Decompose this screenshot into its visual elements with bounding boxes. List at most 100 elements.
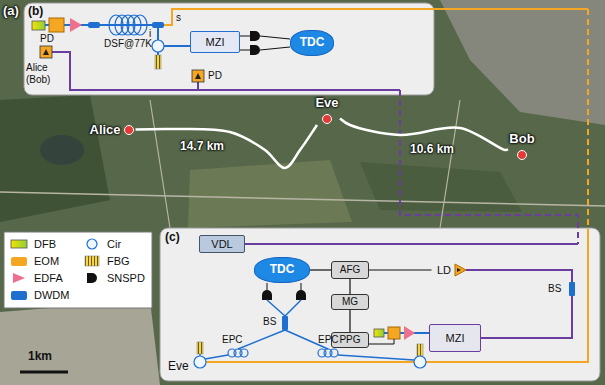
- node-text: MZI: [206, 36, 225, 49]
- part-name: EPC: [318, 334, 339, 346]
- node-text: VDL: [211, 238, 232, 251]
- legend-swatch: [11, 257, 27, 266]
- edfa-symbol: [70, 18, 82, 32]
- legend-item: EOM: [9, 255, 59, 268]
- snspd-symbol: [262, 290, 272, 300]
- time-to-digital-box: TDC: [254, 257, 310, 283]
- legend-item: EDFA: [9, 272, 63, 285]
- laser-diode-symbol: [455, 264, 466, 276]
- map-site: Bob: [508, 131, 536, 161]
- legend-item: DWDM: [9, 289, 69, 302]
- site-dot: [124, 125, 134, 135]
- legend-item: SNSPD: [82, 272, 145, 285]
- signal-wire: [349, 279, 350, 294]
- dwdm-symbol: [88, 22, 100, 28]
- legend-symbol: [9, 238, 29, 250]
- fbg-symbol: [417, 344, 423, 356]
- fibre-link: [136, 125, 318, 168]
- clock-fibre: [466, 270, 572, 282]
- legend-swatch: [11, 291, 27, 300]
- inset-panel-ground: [160, 228, 600, 381]
- field-area: [188, 160, 352, 228]
- clock-fibre: [478, 296, 572, 338]
- node-text: TDC: [270, 263, 295, 277]
- circulator-symbol: [87, 239, 97, 249]
- circulator-symbol: [194, 356, 206, 368]
- snspd-symbol: [296, 290, 306, 300]
- edfa-symbol: [404, 326, 415, 340]
- time-to-digital-box: TDC: [290, 30, 334, 56]
- dfb-laser: [11, 240, 27, 248]
- fibre: [240, 36, 250, 50]
- legend-text: FBG: [107, 255, 130, 268]
- fibre: [200, 354, 420, 360]
- field-area: [0, 95, 110, 222]
- signal-wire: [369, 269, 432, 270]
- site-dot: [517, 150, 527, 160]
- legend-symbol: [82, 272, 102, 284]
- part-name: PD: [208, 70, 222, 82]
- legend-text: SNSPD: [107, 272, 145, 285]
- interferometer-box: MZI: [190, 31, 240, 53]
- fbg-symbol: [197, 342, 203, 354]
- node-text: MZI: [446, 332, 465, 345]
- distance-label: 14.7 km: [180, 140, 224, 154]
- legend-symbol: [9, 272, 29, 284]
- map-site: Eve: [314, 95, 340, 125]
- laser-diode: LD: [432, 261, 473, 279]
- signal-wire: [369, 339, 394, 344]
- generator-box: MG: [331, 294, 369, 310]
- legend-box: [4, 232, 152, 308]
- legend-item: DFB: [9, 238, 56, 251]
- fbg-symbol: [85, 256, 99, 266]
- road: [0, 192, 605, 206]
- fibre: [238, 330, 328, 349]
- clock-fibre: [400, 90, 578, 244]
- part-name: BS: [548, 283, 561, 295]
- generator-box: AFG: [331, 261, 369, 279]
- photodiode-symbol: [40, 46, 52, 58]
- urban-area: [0, 300, 160, 385]
- legend-text: DWDM: [34, 289, 69, 302]
- polarization-controller: [330, 349, 338, 357]
- polarization-controller: [240, 349, 248, 357]
- signal-wire: [267, 283, 301, 290]
- inset-panel-ground: [24, 3, 434, 95]
- node-text: Bob: [509, 132, 534, 147]
- legend-symbol: [82, 255, 102, 267]
- beam-splitter-symbol: [569, 282, 575, 296]
- part-name: DSF@77K: [104, 38, 152, 50]
- photodiode-symbol: [195, 73, 201, 79]
- urban-area: [440, 0, 605, 125]
- signal-fibre: [587, 9, 589, 230]
- map-site: Alice: [89, 122, 136, 139]
- dfb-laser: [32, 21, 45, 30]
- legend-text: EDFA: [34, 272, 63, 285]
- clock-fibre: [240, 243, 578, 245]
- site-label: Alice (Bob): [26, 62, 58, 85]
- node-text: Alice: [90, 123, 121, 138]
- legend-symbol: [82, 238, 102, 250]
- fibre: [164, 45, 190, 47]
- delay-line-box: VDL: [199, 235, 245, 253]
- clock-fibre: [197, 82, 199, 90]
- part-name: EPC: [222, 334, 243, 346]
- snspd-symbol: [250, 31, 260, 41]
- dwdm-symbol: [152, 22, 164, 28]
- panel-heading: (b): [28, 5, 43, 19]
- legend-item: FBG: [82, 255, 130, 268]
- legend-text: Cir: [107, 238, 121, 251]
- part-name: BS: [263, 316, 276, 328]
- panel-heading: Eve: [168, 360, 189, 374]
- node-text: Eve: [315, 96, 338, 111]
- road: [440, 100, 460, 228]
- node-text: AFG: [340, 264, 361, 276]
- scale-bar: [20, 371, 68, 374]
- laser-diode-symbol: [457, 268, 461, 272]
- signal-fibre: [164, 9, 588, 25]
- fbg-symbol: [155, 55, 161, 69]
- fibre: [267, 300, 301, 316]
